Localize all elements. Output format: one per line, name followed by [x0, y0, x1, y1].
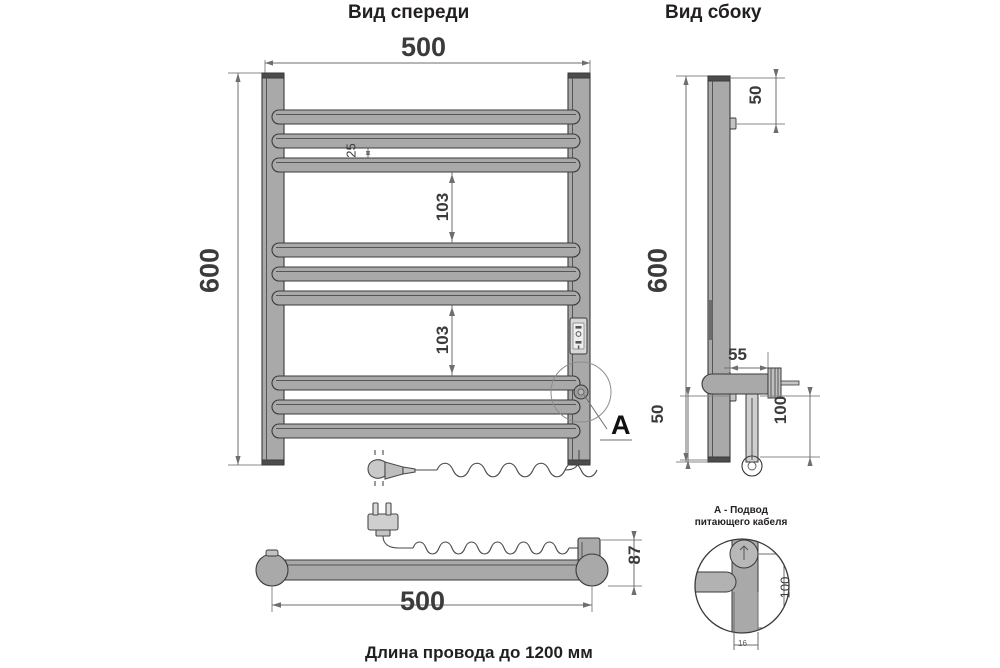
front-view-title: Вид спереди — [348, 2, 470, 23]
side-connector-drop-label: 100 — [771, 395, 790, 425]
detail-a-vertical-dim-label: 100 — [777, 576, 793, 599]
detail-a-marker: A — [611, 410, 631, 440]
front-pitch-upper-label: 103 — [433, 192, 452, 222]
side-bracket-top-label: 50 — [746, 85, 765, 105]
detail-a-drawing — [694, 538, 790, 650]
detail-a-caption-line2: питающего кабеля — [694, 517, 788, 528]
side-connector-offset-label: 55 — [728, 345, 747, 364]
bottom-view-drawing — [255, 502, 642, 612]
bottom-width-label: 500 — [400, 586, 446, 616]
detail-a-caption-line1: А - Подвод — [714, 505, 768, 516]
side-bracket-bottom-label: 50 — [648, 404, 667, 424]
front-rung-gap-label: 25 — [343, 143, 359, 158]
front-view-drawing — [228, 60, 632, 486]
cable-length-note: Длина провода до 1200 мм — [365, 643, 593, 662]
side-view-title: Вид сбоку — [665, 2, 762, 23]
bottom-depth-label: 87 — [625, 545, 644, 565]
detail-a-small-dim-label: 16 — [738, 639, 747, 648]
front-width-dimension-label: 500 — [401, 32, 447, 62]
front-pitch-lower-label: 103 — [433, 325, 452, 355]
side-view-drawing — [676, 69, 820, 477]
